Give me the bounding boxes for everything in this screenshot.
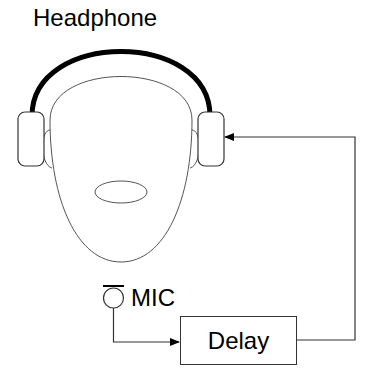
mic-bar bbox=[103, 285, 124, 287]
mic-label: MIC bbox=[131, 284, 175, 312]
headphone-label: Headphone bbox=[33, 4, 157, 32]
ear-cup bbox=[18, 112, 44, 166]
mic-symbol bbox=[104, 288, 124, 308]
process-box: Delay bbox=[180, 316, 297, 365]
box-label: Delay bbox=[208, 327, 269, 355]
ear-cup bbox=[198, 112, 224, 166]
headband bbox=[32, 52, 210, 117]
mic-wire bbox=[114, 308, 180, 342]
head-outline bbox=[50, 77, 192, 263]
mouth bbox=[95, 181, 147, 203]
output-wire bbox=[225, 137, 355, 340]
